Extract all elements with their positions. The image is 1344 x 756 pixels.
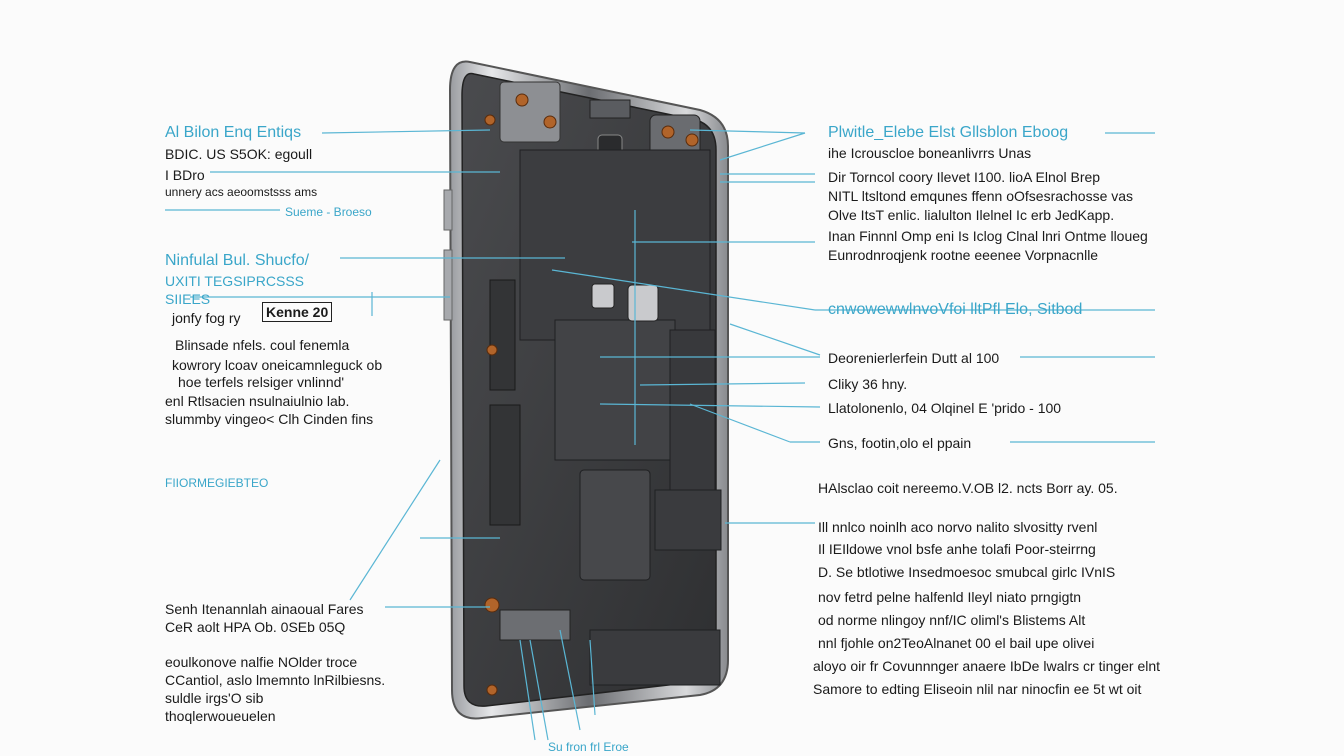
label-r7: Eunrodnroqjenk rootne eeenee Vorpnacnlle: [828, 247, 1099, 263]
bottom-panel: [589, 629, 721, 686]
label-r21: Samore to edting Eliseoin nlil nar ninoc…: [813, 681, 1142, 697]
label-r10: Cliky 36 hny.: [828, 376, 908, 392]
panel: [654, 489, 722, 551]
screw: [685, 133, 699, 147]
label-l20: CCantiol, aslo lmemnto lnRilbiesns.: [165, 672, 386, 688]
label-r6: Inan Finnnl Omp eni Is Iclog Clnal lnri …: [828, 228, 1148, 244]
label-l21: suldle irgs'O sib: [165, 690, 264, 706]
side-panel: [489, 279, 516, 391]
label-l14: enl Rtlsacien nsulnaiulnio lab.: [165, 393, 350, 409]
label-r2: ihe Icrouscloe boneanlivrrs Unas: [828, 145, 1032, 161]
label-l1: Al Bilon Enq Entiqs: [165, 124, 302, 141]
label-l4: unnery acs aeoomstsss ams: [165, 185, 318, 199]
sensor: [591, 283, 615, 309]
top-bracket: [499, 81, 561, 143]
label-l8: SIIEES: [165, 291, 211, 307]
label-l19: eoulkonove nalfie NOlder troce: [165, 654, 358, 670]
screw: [661, 125, 675, 139]
boxed-label: Kenne 20: [262, 302, 333, 322]
label-l6: Ninfulal Bul. Shucfo/: [165, 252, 310, 269]
label-r8: cnwowewwlnvoVfoi lltPfl Elo, Sitbod: [828, 301, 1083, 318]
bottom-bracket: [499, 609, 571, 641]
screw: [484, 114, 496, 126]
screw: [515, 93, 529, 107]
label-l11: Blinsade nfels. coul fenemla: [175, 337, 350, 353]
label-r12: Gns, footin,olo el ppain: [828, 435, 972, 451]
label-l3: I BDro: [165, 167, 205, 183]
callout-lines: [165, 129, 1155, 741]
label-l22: thoqlerwoueuelen: [165, 708, 276, 724]
panel: [519, 149, 711, 341]
label-r14: Ill nnlco noinlh aco norvo nalito slvosi…: [818, 519, 1098, 535]
label-r19: nnl fjohle on2TeoAlnanet 00 el bail upe …: [818, 635, 1095, 651]
label-r18: od norme nlingoy nnf/IC oliml's Blistems…: [818, 612, 1086, 628]
label-r4: NITL ltsltond emqunes ffenn oOfsesrachos…: [828, 188, 1134, 204]
label-r11: Llatolonenlo, 04 Olqinel E 'prido - 100: [828, 400, 1062, 416]
label-r20: aloyo oir fr Covunnnger anaere IbDe lwal…: [813, 658, 1161, 674]
label-r17: nov fetrd pelne halfenld Ileyl niato prn…: [818, 589, 1082, 605]
label-r1: Plwitle_Elebe Elst Gllsblon Eboog: [828, 124, 1069, 141]
label-l17: Senh Itenannlah ainaoual Fares: [165, 601, 364, 617]
label-l7: UXITI TEGSIPRCSSS: [165, 273, 304, 289]
label-r9: Deorenierlerfein Dutt al 100: [828, 350, 1000, 366]
label-l5: Sueme - Broeso: [285, 205, 372, 219]
sensor: [627, 284, 659, 322]
label-r3: Dir Torncol coory Ilevet I100. lioA Elno…: [828, 169, 1101, 185]
label-r5: Olve ItsT enlic. lialulton Ilelnel Ic er…: [828, 207, 1115, 223]
label-r13: HAlsclao coit nereemo.V.OB l2. ncts Borr…: [818, 480, 1118, 496]
panel: [669, 329, 716, 491]
label-l15: slummby vingeo< Clh Cinden fins: [165, 411, 374, 427]
label-r15: Il IEIldowe vnol bsfe anhe tolafi Poor-s…: [818, 541, 1096, 557]
side-button: [443, 249, 453, 321]
label-l16: FIIORMEGIEBTEO: [165, 476, 269, 490]
screw: [486, 344, 498, 356]
side-panel: [489, 404, 521, 526]
label-l18: CeR aolt HPA Ob. 0SEb 05Q: [165, 619, 346, 635]
screw: [486, 684, 498, 696]
label-l2: BDIC. US S5OK: egoull: [165, 146, 313, 162]
label-l9: jonfy fog ry: [172, 310, 241, 326]
battery: [579, 469, 651, 581]
connector: [589, 99, 631, 119]
side-button: [443, 189, 453, 231]
screw: [543, 115, 557, 129]
label-bottom: Su fron frl Eroe: [548, 740, 629, 754]
label-l13: hoe terfels relsiger vnlinnd': [178, 374, 345, 390]
label-r16: D. Se btlotiwe Insedmoesoc smubcal girlc…: [818, 564, 1116, 580]
panel: [554, 319, 676, 461]
label-l12: kowrory lcoav oneicamnleguck ob: [172, 357, 383, 373]
screw: [484, 597, 500, 613]
